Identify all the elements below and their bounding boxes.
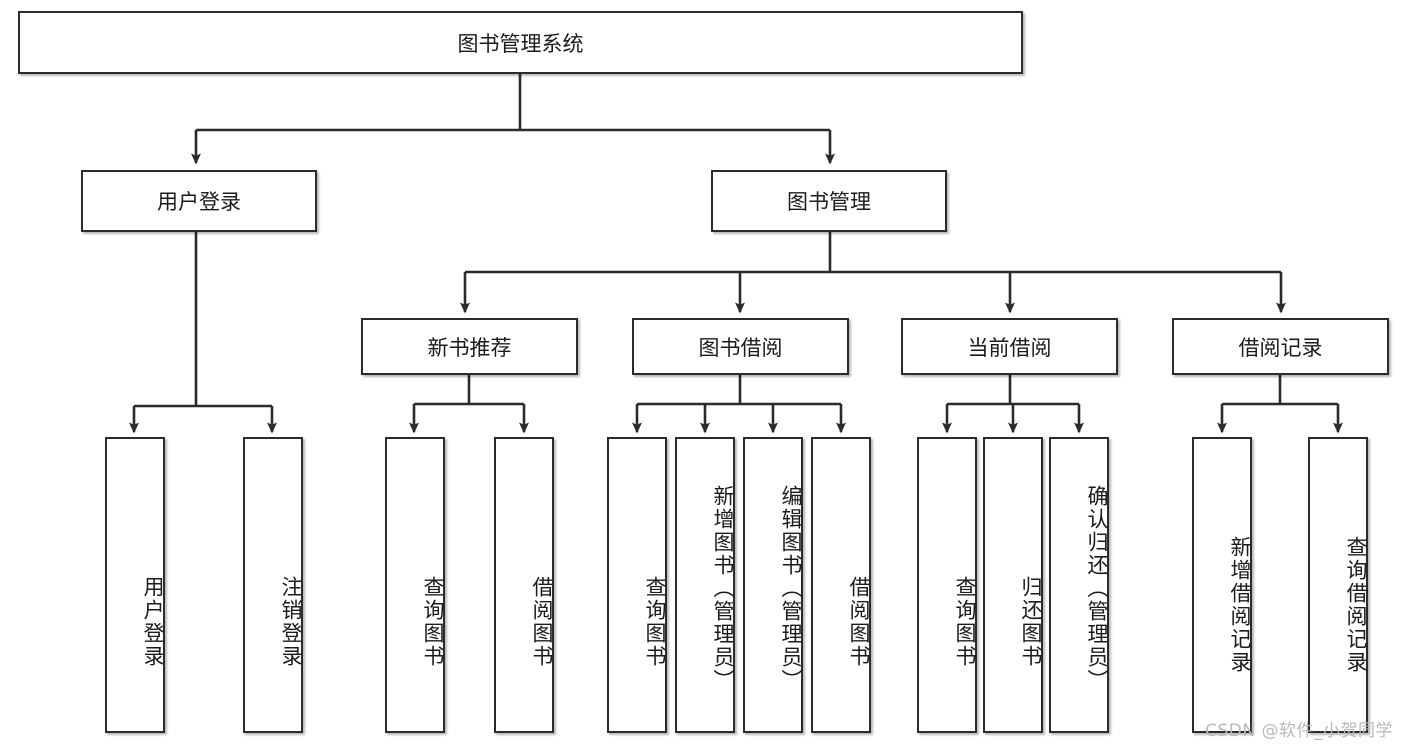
node-new-book-recommend[interactable]: 新书推荐 bbox=[361, 318, 578, 375]
node-leaf-query-book-3-label: 查询图书 bbox=[953, 576, 977, 668]
node-leaf-borrow-book-2-label: 借阅图书 bbox=[847, 576, 871, 668]
node-leaf-return-book-label: 归还图书 bbox=[1019, 576, 1043, 668]
node-root[interactable]: 图书管理系统 bbox=[18, 11, 1023, 74]
node-book-borrow[interactable]: 图书借阅 bbox=[632, 318, 849, 375]
node-current-borrow[interactable]: 当前借阅 bbox=[901, 318, 1118, 375]
node-leaf-edit-book-label: 编辑图书（管理员） bbox=[779, 484, 803, 692]
node-root-label: 图书管理系统 bbox=[457, 31, 584, 56]
node-leaf-confirm-return-label: 确认归还（管理员） bbox=[1085, 484, 1109, 692]
node-leaf-add-record[interactable]: 新增借阅记录 bbox=[1192, 437, 1252, 733]
node-leaf-add-record-label: 新增借阅记录 bbox=[1228, 536, 1252, 674]
node-book-management-label: 图书管理 bbox=[787, 190, 871, 214]
node-leaf-confirm-return[interactable]: 确认归还（管理员） bbox=[1049, 437, 1109, 733]
node-leaf-query-book-1-label: 查询图书 bbox=[421, 576, 445, 668]
node-user-login[interactable]: 用户登录 bbox=[81, 170, 317, 232]
node-book-borrow-label: 图书借阅 bbox=[698, 335, 783, 360]
node-borrow-record[interactable]: 借阅记录 bbox=[1172, 318, 1389, 375]
node-leaf-borrow-book-1[interactable]: 借阅图书 bbox=[494, 437, 554, 733]
watermark: CSDN @软件_小贺同学 bbox=[1205, 721, 1393, 741]
node-new-book-recommend-label: 新书推荐 bbox=[427, 335, 512, 360]
node-leaf-query-record[interactable]: 查询借阅记录 bbox=[1308, 437, 1368, 733]
node-leaf-edit-book[interactable]: 编辑图书（管理员） bbox=[743, 437, 803, 733]
node-leaf-query-record-label: 查询借阅记录 bbox=[1344, 536, 1368, 674]
node-leaf-query-book-3[interactable]: 查询图书 bbox=[917, 437, 977, 733]
node-leaf-add-book-label: 新增图书（管理员） bbox=[711, 484, 735, 692]
node-leaf-return-book[interactable]: 归还图书 bbox=[983, 437, 1043, 733]
node-borrow-record-label: 借阅记录 bbox=[1238, 335, 1323, 360]
node-leaf-query-book-2[interactable]: 查询图书 bbox=[607, 437, 667, 733]
node-leaf-user-login-label: 用户登录 bbox=[141, 576, 165, 668]
node-user-login-label: 用户登录 bbox=[157, 190, 241, 214]
node-leaf-logout[interactable]: 注销登录 bbox=[243, 437, 303, 733]
node-leaf-logout-label: 注销登录 bbox=[279, 576, 303, 668]
node-leaf-user-login[interactable]: 用户登录 bbox=[105, 437, 165, 733]
node-current-borrow-label: 当前借阅 bbox=[967, 335, 1052, 360]
node-leaf-query-book-2-label: 查询图书 bbox=[643, 576, 667, 668]
node-leaf-add-book[interactable]: 新增图书（管理员） bbox=[675, 437, 735, 733]
node-book-management[interactable]: 图书管理 bbox=[711, 170, 947, 232]
node-leaf-borrow-book-2[interactable]: 借阅图书 bbox=[811, 437, 871, 733]
node-leaf-query-book-1[interactable]: 查询图书 bbox=[385, 437, 445, 733]
node-leaf-borrow-book-1-label: 借阅图书 bbox=[530, 576, 554, 668]
